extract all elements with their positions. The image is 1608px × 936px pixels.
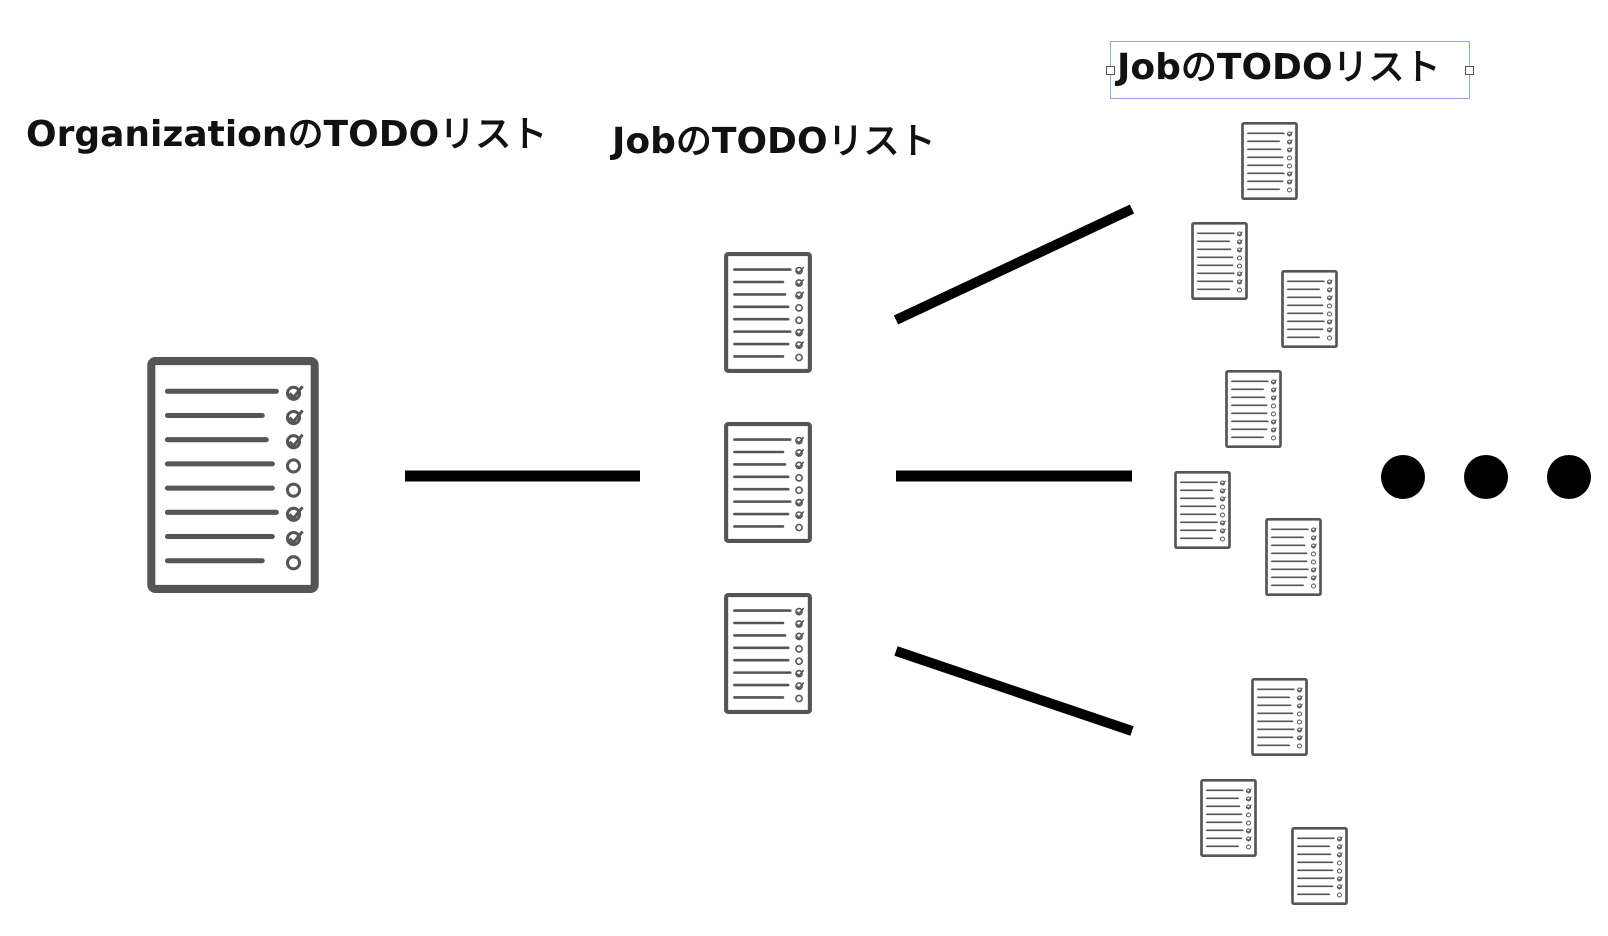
connector-job-1 xyxy=(893,204,1135,325)
sub-job-checklist-icon xyxy=(1191,222,1248,300)
sub-job-checklist-icon xyxy=(1265,518,1322,596)
sub-job-checklist-icon xyxy=(1200,779,1257,857)
selected-text-box[interactable]: JobのTODOリスト xyxy=(1106,41,1474,99)
sub-job-checklist-icon xyxy=(1174,471,1231,549)
sub-job-checklist-icon xyxy=(1251,678,1308,756)
job-todo-list-label: JobのTODOリスト xyxy=(612,121,936,162)
ellipsis-dot xyxy=(1547,455,1591,499)
sub-job-checklist-icon xyxy=(1281,270,1338,348)
sub-job-todo-list-label[interactable]: JobのTODOリスト xyxy=(1117,47,1441,88)
organization-checklist-icon xyxy=(151,361,314,589)
job-checklist-icon-1 xyxy=(726,254,810,371)
connector-job-3 xyxy=(894,646,1134,736)
resize-handle-left[interactable] xyxy=(1106,66,1115,75)
sub-job-checklist-icon xyxy=(1241,122,1298,200)
job-checklist-icon-3 xyxy=(726,595,810,712)
sub-job-checklist-icon xyxy=(1225,370,1282,448)
job-checklist-icon-2 xyxy=(726,424,810,541)
ellipsis-dot xyxy=(1464,455,1508,499)
ellipsis-dot xyxy=(1381,455,1425,499)
organization-todo-list-label: OrganizationのTODOリスト xyxy=(26,114,548,155)
resize-handle-right[interactable] xyxy=(1465,66,1474,75)
sub-job-checklist-icon xyxy=(1291,827,1348,905)
